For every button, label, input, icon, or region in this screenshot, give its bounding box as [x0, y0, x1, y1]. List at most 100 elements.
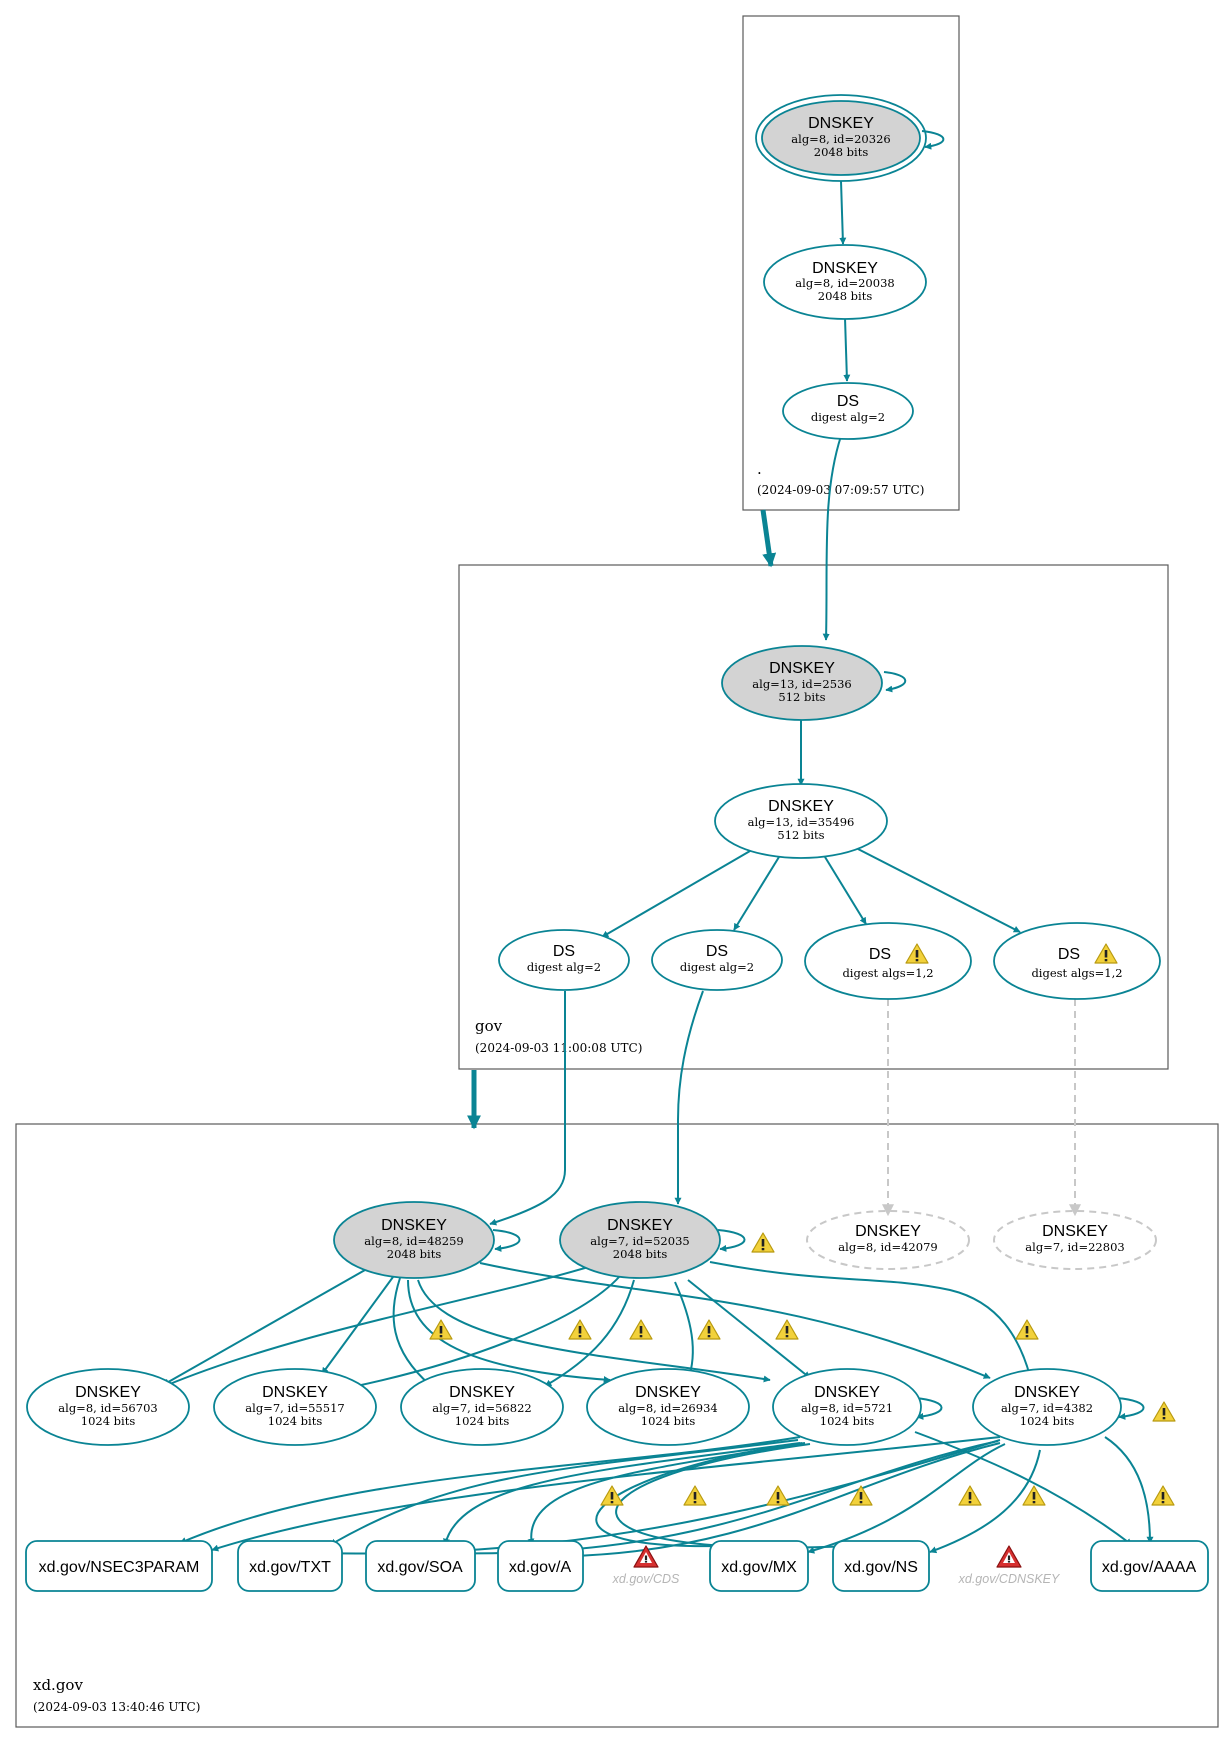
node-xd-dnskey-56703[interactable]: DNSKEY alg=8, id=56703 1024 bits — [26, 1368, 190, 1446]
node-gov-ds-1[interactable]: DS digest alg=2 — [498, 929, 630, 991]
node-detail: alg=13, id=35496 — [748, 815, 855, 829]
node-detail: alg=7, id=22803 — [1025, 1240, 1124, 1254]
rrset-a[interactable]: xd.gov/A — [497, 1540, 584, 1592]
rrset-txt[interactable]: xd.gov/TXT — [237, 1540, 343, 1592]
node-xd-ksk-48259[interactable]: DNSKEY alg=8, id=48259 2048 bits — [333, 1201, 495, 1279]
warning-icon — [568, 1319, 592, 1340]
edge-gov-zsk-ds1 — [601, 850, 751, 938]
zone-gov: gov (2024-09-03 11:00:08 UTC) — [458, 564, 1169, 1070]
node-detail: digest algs=1,2 — [1031, 966, 1122, 980]
edge-ksk1-k4 — [407, 1279, 611, 1384]
node-detail: alg=13, id=2536 — [752, 677, 851, 691]
zone-xd-box — [15, 1123, 1219, 1728]
node-xd-dnskey-55517[interactable]: DNSKEY alg=7, id=55517 1024 bits — [213, 1368, 377, 1446]
node-gov-ds-3[interactable]: DS digest algs=1,2 — [804, 922, 972, 1000]
node-title: DS — [869, 946, 891, 963]
node-detail: 1024 bits — [1020, 1414, 1075, 1428]
node-detail: alg=8, id=5721 — [801, 1401, 893, 1415]
edge-k5-a — [527, 1442, 803, 1546]
warning-icon — [766, 1485, 790, 1506]
edge-k6-mx — [807, 1443, 1006, 1554]
node-detail: alg=8, id=26934 — [618, 1401, 717, 1415]
rrset-aaaa[interactable]: xd.gov/AAAA — [1090, 1540, 1209, 1592]
warning-icon — [697, 1319, 721, 1340]
zone-root-box — [742, 15, 960, 511]
rrset-ns[interactable]: xd.gov/NS — [832, 1540, 930, 1592]
rrset-nsec3param[interactable]: xd.gov/NSEC3PARAM — [25, 1540, 213, 1592]
node-xd-dnskey-56822[interactable]: DNSKEY alg=7, id=56822 1024 bits — [400, 1368, 564, 1446]
node-detail: digest algs=1,2 — [842, 966, 933, 980]
node-gov-ds-4[interactable]: DS digest algs=1,2 — [993, 922, 1161, 1000]
node-title: DNSKEY — [1014, 1384, 1080, 1401]
node-detail: 512 bits — [778, 690, 825, 704]
node-gov-zsk[interactable]: DNSKEY alg=13, id=35496 512 bits — [714, 783, 888, 859]
rrset-cds-missing[interactable]: xd.gov/CDS — [612, 1545, 680, 1586]
node-title: DNSKEY — [812, 260, 878, 277]
warning-icon — [849, 1485, 873, 1506]
node-detail: 1024 bits — [81, 1414, 136, 1428]
edge-ksk2-k6 — [709, 1261, 1032, 1377]
edge-root-ksk-self — [921, 130, 945, 150]
node-title: DNSKEY — [808, 115, 874, 132]
node-xd-ghost-42079[interactable]: DNSKEY alg=8, id=42079 — [806, 1210, 970, 1270]
warning-icon — [751, 1232, 775, 1253]
error-icon — [996, 1545, 1022, 1568]
rrset-label: xd.gov/CDS — [612, 1572, 680, 1586]
edge-k5-soa — [443, 1442, 801, 1546]
edge-root-ksk-zsk — [839, 180, 847, 245]
edge-ksk2-k3 — [544, 1279, 635, 1387]
node-detail: 1024 bits — [455, 1414, 510, 1428]
node-title: DS — [1058, 946, 1080, 963]
rrset-label: xd.gov/TXT — [249, 1559, 331, 1576]
edge-gov-ds1-xd-ksk1 — [489, 991, 566, 1226]
edge-k5-txt — [329, 1439, 799, 1546]
node-title: DNSKEY — [814, 1384, 880, 1401]
node-detail: 2048 bits — [818, 289, 873, 303]
edge-ksk2-k5 — [687, 1279, 811, 1379]
edge-gov-zsk-ds4 — [857, 848, 1021, 933]
edge-k5-self — [914, 1397, 943, 1420]
node-title: DNSKEY — [769, 660, 835, 677]
rrset-mx[interactable]: xd.gov/MX — [709, 1540, 809, 1592]
rrset-label: xd.gov/SOA — [377, 1559, 463, 1576]
zone-root-timestamp: (2024-09-03 07:09:57 UTC) — [757, 483, 924, 497]
node-detail: alg=8, id=56703 — [58, 1401, 157, 1415]
node-xd-dnskey-5721[interactable]: DNSKEY alg=8, id=5721 1024 bits — [772, 1368, 922, 1446]
node-title: DS — [837, 393, 859, 410]
node-detail: alg=8, id=42079 — [838, 1240, 937, 1254]
node-gov-ds-2[interactable]: DS digest alg=2 — [651, 929, 783, 991]
rrset-soa[interactable]: xd.gov/SOA — [365, 1540, 476, 1592]
zone-root-name: . — [757, 460, 762, 478]
node-detail: alg=8, id=48259 — [364, 1234, 463, 1248]
node-title: DNSKEY — [768, 798, 834, 815]
warning-icon — [600, 1485, 624, 1506]
zone-gov-box — [458, 564, 1169, 1070]
node-xd-ghost-22803[interactable]: DNSKEY alg=7, id=22803 — [993, 1210, 1157, 1270]
edge-k5-mx — [595, 1442, 806, 1550]
node-gov-ksk[interactable]: DNSKEY alg=13, id=2536 512 bits — [721, 645, 883, 721]
node-root-zsk[interactable]: DNSKEY alg=8, id=20038 2048 bits — [763, 244, 927, 320]
zone-xd-gov: xd.gov (2024-09-03 13:40:46 UTC) — [15, 1123, 1219, 1728]
node-detail: alg=8, id=20326 — [791, 132, 890, 146]
rrset-label: xd.gov/NSEC3PARAM — [39, 1559, 200, 1576]
zone-gov-timestamp: (2024-09-03 11:00:08 UTC) — [475, 1041, 642, 1055]
node-root-ds[interactable]: DS digest alg=2 — [782, 382, 914, 440]
node-title: DNSKEY — [449, 1384, 515, 1401]
node-detail: 2048 bits — [387, 1247, 442, 1261]
edge-k6-ns — [929, 1449, 1041, 1554]
node-detail: 1024 bits — [268, 1414, 323, 1428]
warning-icon — [1152, 1401, 1176, 1422]
node-root-ksk[interactable]: DNSKEY alg=8, id=20326 2048 bits — [755, 94, 927, 182]
edge-root-ds-gov-ksk — [822, 435, 842, 641]
node-detail: alg=7, id=4382 — [1001, 1401, 1093, 1415]
warning-icon — [958, 1485, 982, 1506]
rrset-cdnskey-missing[interactable]: xd.gov/CDNSKEY — [958, 1545, 1061, 1586]
warning-icon — [629, 1319, 653, 1340]
node-detail: digest alg=2 — [811, 410, 885, 424]
node-xd-dnskey-4382[interactable]: DNSKEY alg=7, id=4382 1024 bits — [972, 1368, 1122, 1446]
edge-xd-ksk1-self — [492, 1229, 521, 1252]
node-xd-dnskey-26934[interactable]: DNSKEY alg=8, id=26934 1024 bits — [586, 1368, 750, 1446]
node-xd-ksk-52035[interactable]: DNSKEY alg=7, id=52035 2048 bits — [559, 1201, 721, 1279]
rrset-label: xd.gov/NS — [844, 1559, 918, 1576]
node-title: DNSKEY — [381, 1217, 447, 1234]
